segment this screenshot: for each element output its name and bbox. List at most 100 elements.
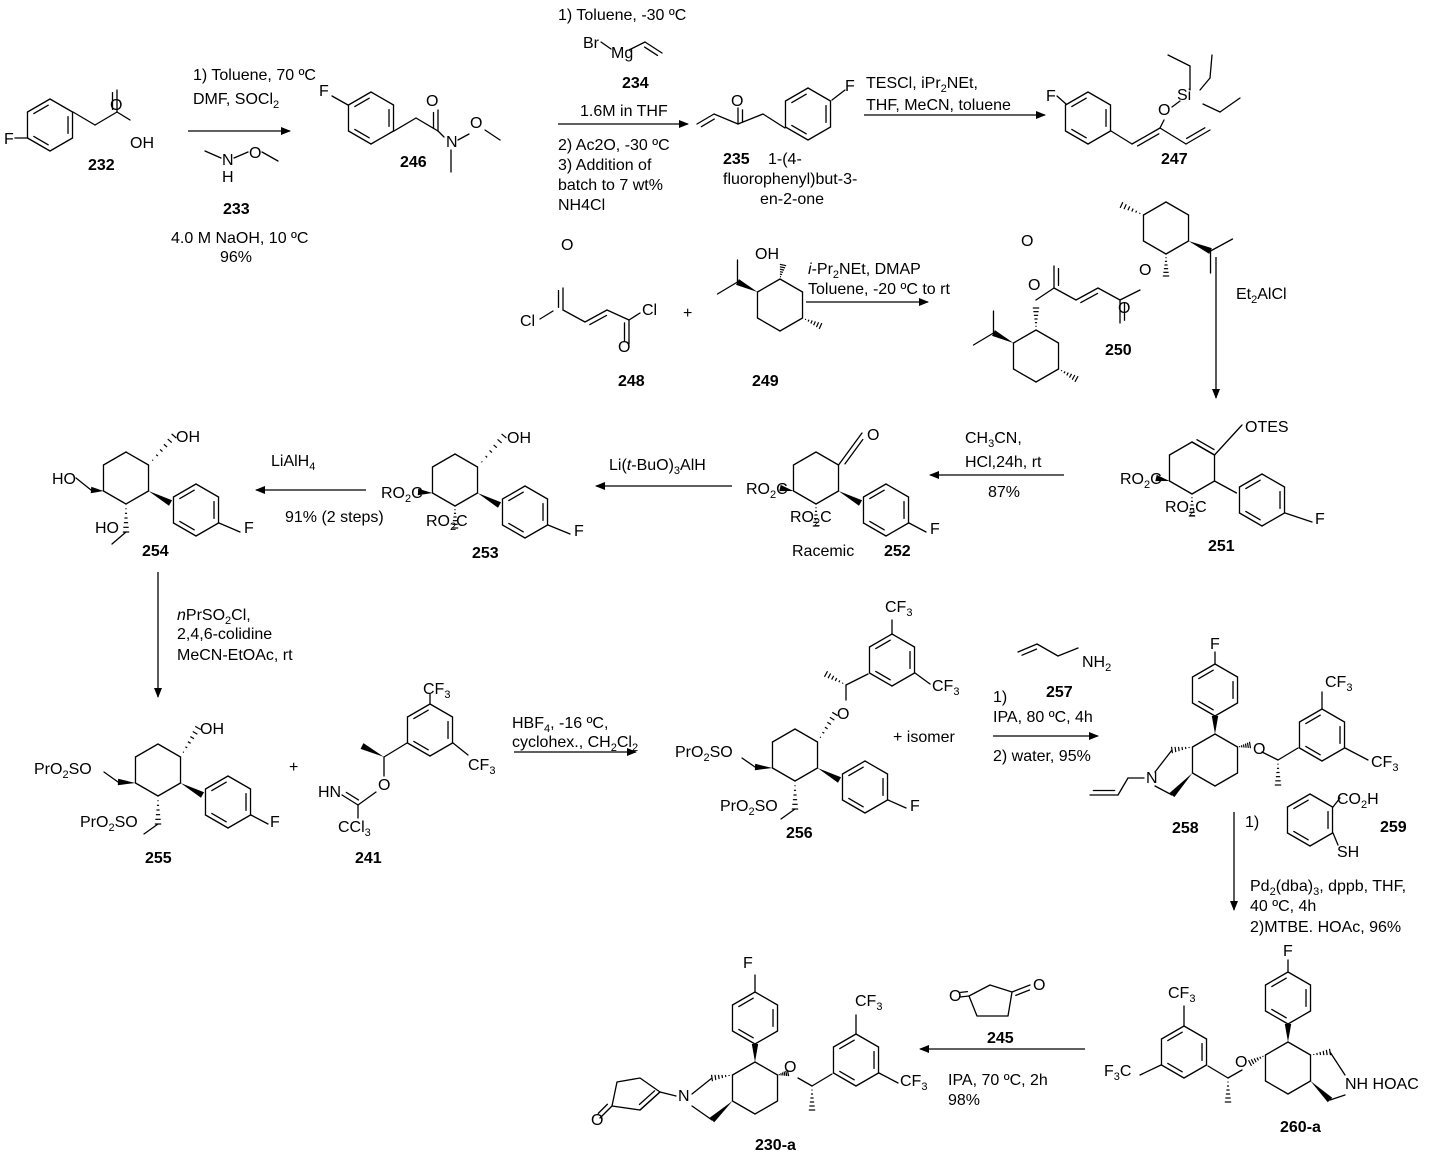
aromatic-bond [791, 93, 807, 104]
hash-bond [194, 725, 202, 731]
plus-sign: + [289, 759, 298, 776]
isomer-label: + isomer [893, 729, 955, 746]
ring-bond [1012, 368, 1037, 383]
subscript: 3 [489, 765, 495, 777]
compound-251: OTES RO2C RO2C F 251 [1120, 419, 1325, 555]
condition-text: batch to 7 wt% [558, 177, 663, 194]
atom-f: F [574, 523, 584, 540]
atom-si: Si [1177, 87, 1191, 104]
bond [716, 281, 739, 295]
subscript: 3 [1346, 682, 1352, 694]
aromatic-bond [1071, 128, 1087, 139]
atom-o: O [426, 93, 438, 110]
ring-bond [454, 453, 479, 468]
bond [845, 673, 869, 686]
hash-bond [1247, 1059, 1253, 1067]
bond [831, 89, 846, 101]
compound-number-232: 232 [88, 157, 115, 174]
bond [1110, 130, 1133, 145]
condition-text: CH [965, 430, 988, 447]
bond [452, 742, 469, 756]
double-bond [959, 990, 969, 994]
aromatic-bond [508, 522, 524, 533]
atom-f: F [910, 798, 920, 815]
subscript: 2 [225, 615, 231, 627]
hash-bond [819, 736, 822, 739]
hash-bond [717, 1074, 720, 1080]
wedge-bond [90, 486, 104, 494]
hash-bond [831, 711, 839, 717]
bond [1284, 512, 1313, 523]
ring-bond [1298, 708, 1323, 723]
bond [204, 150, 222, 159]
bond [250, 814, 269, 825]
bond [383, 742, 408, 758]
hash-bond [1177, 746, 1180, 752]
hash-bond [481, 461, 483, 463]
atom-text: CF [423, 681, 445, 698]
hash-bond [822, 731, 825, 734]
compound-number-256: 256 [786, 825, 813, 842]
bond [1167, 54, 1191, 67]
aromatic-bond [211, 812, 227, 823]
atom-o: O [1253, 741, 1265, 758]
atom-f: F [743, 955, 753, 972]
condition-text: Li( [609, 457, 627, 474]
bond [1261, 751, 1279, 761]
ring-bond [1012, 329, 1037, 344]
bond [811, 1073, 833, 1087]
compound-number-255: 255 [145, 850, 172, 867]
double-bond [1191, 441, 1216, 456]
condition-text: LiAlH [271, 453, 309, 470]
hash-bond [151, 459, 154, 461]
ring-bond [815, 490, 840, 505]
condition-text: 4.0 M NaOH, 10 ºC [171, 230, 308, 247]
ring-bond [1286, 832, 1311, 847]
condition-text: i-Pr2NEt, DMAP [808, 261, 921, 281]
ring-bond [1191, 733, 1216, 748]
ring-bond [1165, 240, 1190, 255]
aromatic-bond [354, 97, 370, 108]
yield-text: 96% [220, 249, 252, 266]
compound-253: OH RO2C RO2C F 253 [381, 430, 584, 562]
ring-bond [792, 451, 817, 466]
aromatic-bond [875, 639, 891, 650]
bond [741, 757, 756, 768]
aromatic-bond [1198, 700, 1214, 711]
atom-text: CF [900, 1073, 922, 1090]
atom-cf3: CF3 [1325, 674, 1352, 694]
atom-o: O [1235, 1054, 1247, 1071]
condition-text: 1) Toluene, -30 ºC [558, 7, 686, 24]
bond [331, 95, 349, 106]
aromatic-bond [1071, 97, 1087, 108]
atom-n: N [446, 134, 458, 151]
atom-cf3: CF3 [468, 757, 495, 777]
ring-bond [1183, 1025, 1208, 1040]
ring-bond [1214, 733, 1239, 748]
ring-bond [501, 485, 526, 500]
hash-bond [1253, 1058, 1257, 1063]
aromatic-bond [1293, 799, 1309, 810]
hash-bond [785, 1070, 788, 1077]
condition-text: LiAlH4 [271, 453, 315, 473]
subscript: 2 [611, 742, 617, 754]
wedge-bond [1155, 474, 1170, 482]
bond [1159, 119, 1165, 129]
double-bond [1011, 984, 1031, 993]
bond [1139, 1064, 1162, 1076]
aromatic-bond [1271, 1008, 1287, 1019]
ring-bond [885, 522, 910, 537]
wedge-bond [779, 484, 794, 492]
subscript: 2 [1270, 886, 1276, 898]
subscript: 2 [632, 742, 638, 754]
bond [737, 113, 764, 125]
subscript: 3 [988, 438, 994, 450]
aromatic-bond [1305, 745, 1321, 756]
hash-bond [781, 1072, 784, 1076]
ring-bond [26, 98, 51, 113]
aromatic-bond [791, 124, 807, 135]
atom-ro2c: RO2C [1120, 471, 1162, 491]
atom-pro2so: PrO2SO [720, 798, 778, 818]
bond [1213, 480, 1238, 494]
